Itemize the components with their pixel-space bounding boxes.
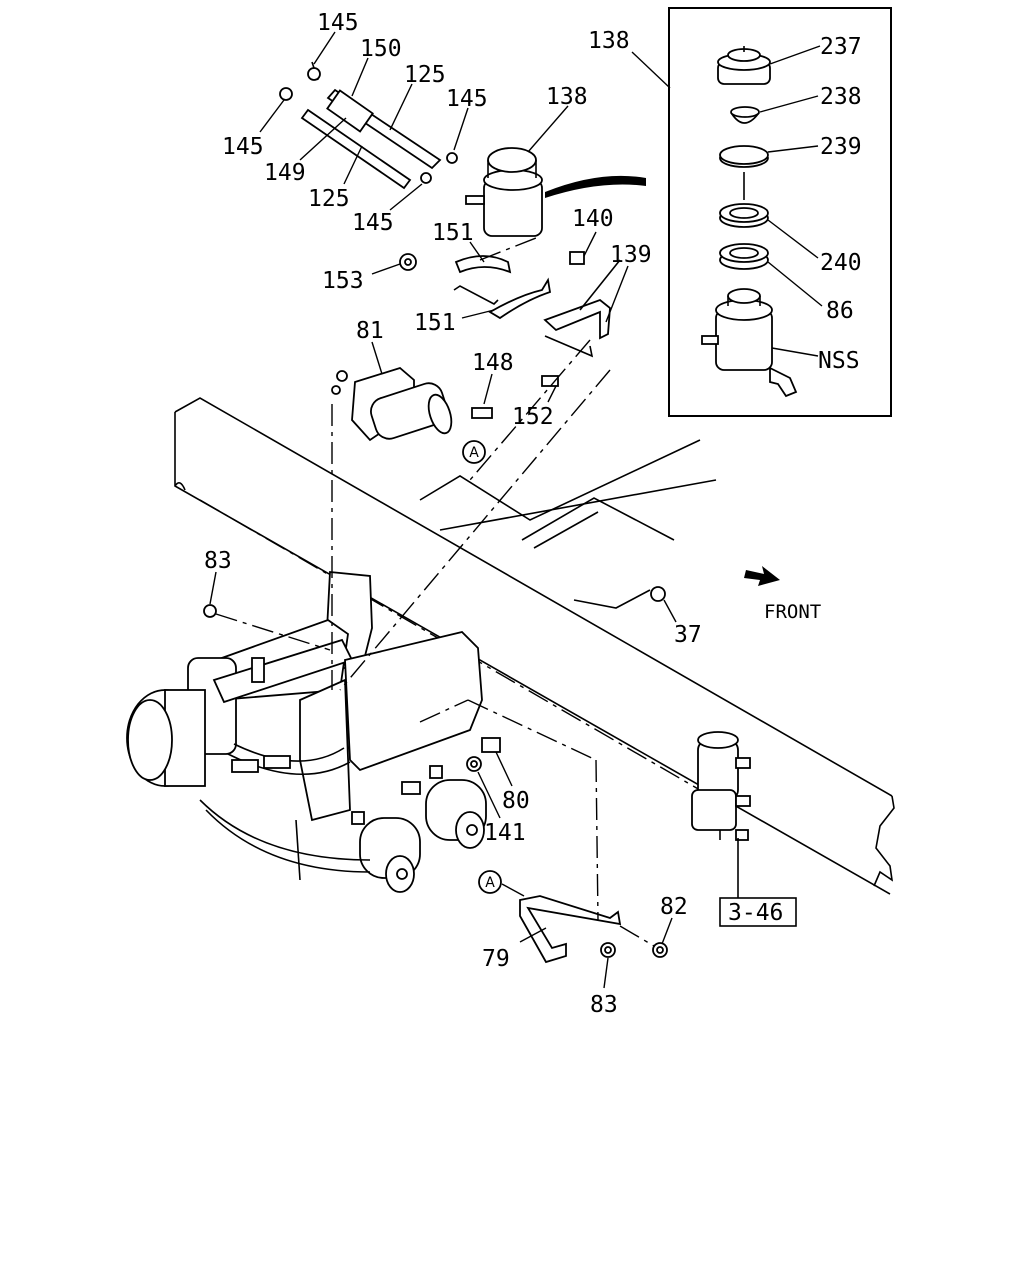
filter-ring-part [719,203,769,228]
callout-148: 148 [472,350,514,376]
strainer-part [719,243,769,270]
callout-125-top: 125 [404,62,446,88]
page-reference-box[interactable]: 3-46 [719,897,797,927]
reservoir-body-part [701,288,798,398]
callout-79: 79 [482,946,510,972]
callout-138-inset: 138 [588,28,630,54]
callout-145-top: 145 [317,10,359,36]
callout-239: 239 [820,134,862,160]
frame-rail [174,397,895,895]
callout-80: 80 [502,788,530,814]
seal-part [730,106,760,124]
callout-149: 149 [264,160,306,186]
callout-82: 82 [660,894,688,920]
callout-237: 237 [820,34,862,60]
circle-a-marker-bottom: A [485,875,495,891]
reservoir-138-part [465,147,646,237]
callout-150: 150 [360,36,402,62]
callout-81: 81 [356,318,384,344]
callout-238: 238 [820,84,862,110]
callout-141: 141 [484,820,526,846]
ring-part [719,145,769,168]
lower-assembly [126,571,666,893]
circle-a-marker-top: A [469,445,479,461]
callout-140: 140 [572,206,614,232]
callout-125-bottom: 125 [308,186,350,212]
connection-lines [215,237,655,947]
callout-152: 152 [512,404,554,430]
callout-139: 139 [610,242,652,268]
right-reservoir-part [691,731,751,898]
page-reference-label: 3-46 [728,900,783,926]
bracket-79-part [478,870,668,964]
callout-145-right: 145 [446,86,488,112]
callout-151-bottom: 151 [414,310,456,336]
front-arrow-icon [744,566,780,586]
hose-assembly [279,61,458,190]
front-label: FRONT [764,601,821,623]
actuator-81-part [331,366,493,464]
reservoir-cap-part [717,46,771,85]
callout-83-bottom: 83 [590,992,618,1018]
callout-153: 153 [322,268,364,294]
bracket-151-139 [399,251,621,387]
front-indicator: FRONT [744,566,821,623]
callout-138-reservoir: 138 [546,84,588,110]
callout-86: 86 [826,298,854,324]
inset-detail-box [668,7,892,417]
callout-145-left: 145 [222,134,264,160]
callout-145-bottom: 145 [352,210,394,236]
callout-37: 37 [674,622,702,648]
callout-nss: NSS [818,348,860,374]
callout-151-top: 151 [432,220,474,246]
callout-240: 240 [820,250,862,276]
callout-leaders [209,31,677,989]
callout-83-top: 83 [204,548,232,574]
